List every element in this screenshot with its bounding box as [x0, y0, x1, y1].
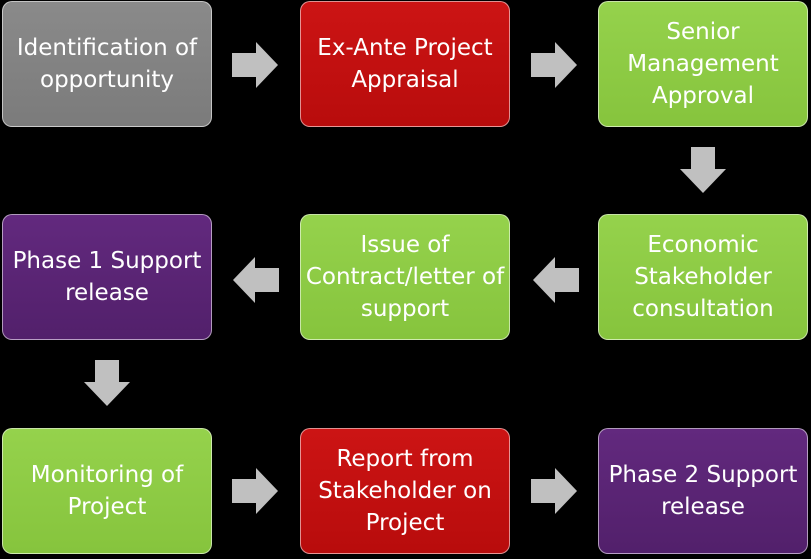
arrow-right-icon [531, 42, 577, 88]
step-economic-stakeholder-consultation: Economic Stakeholder consultation [598, 214, 808, 340]
arrow-left-icon [233, 257, 279, 303]
step-identification-of-opportunity: Identification of opportunity [2, 1, 212, 127]
arrow-down-icon [84, 360, 130, 406]
step-monitoring-of-project: Monitoring of Project [2, 428, 212, 554]
arrow-left-icon [533, 257, 579, 303]
arrow-right-icon [232, 468, 278, 514]
arrow-right-icon [531, 468, 577, 514]
step-report-from-stakeholder: Report from Stakeholder on Project [300, 428, 510, 554]
step-label: Economic Stakeholder consultation [632, 232, 774, 322]
step-senior-management-approval: Senior Management Approval [598, 1, 808, 127]
step-label: Senior Management Approval [627, 19, 779, 109]
step-label: Phase 2 Support release [608, 462, 798, 520]
arrow-down-icon [680, 147, 726, 193]
arrow-right-icon [232, 42, 278, 88]
step-label: Monitoring of Project [30, 462, 184, 520]
step-ex-ante-project-appraisal: Ex-Ante Project Appraisal [300, 1, 510, 127]
step-label: Report from Stakeholder on Project [318, 446, 492, 536]
step-phase-1-support-release: Phase 1 Support release [2, 214, 212, 340]
step-label: Identification of opportunity [16, 35, 198, 93]
step-issue-of-contract: Issue of Contract/letter of support [300, 214, 510, 340]
step-label: Issue of Contract/letter of support [305, 232, 505, 322]
step-label: Phase 1 Support release [12, 248, 202, 306]
step-label: Ex-Ante Project Appraisal [317, 35, 493, 93]
step-phase-2-support-release: Phase 2 Support release [598, 428, 808, 554]
